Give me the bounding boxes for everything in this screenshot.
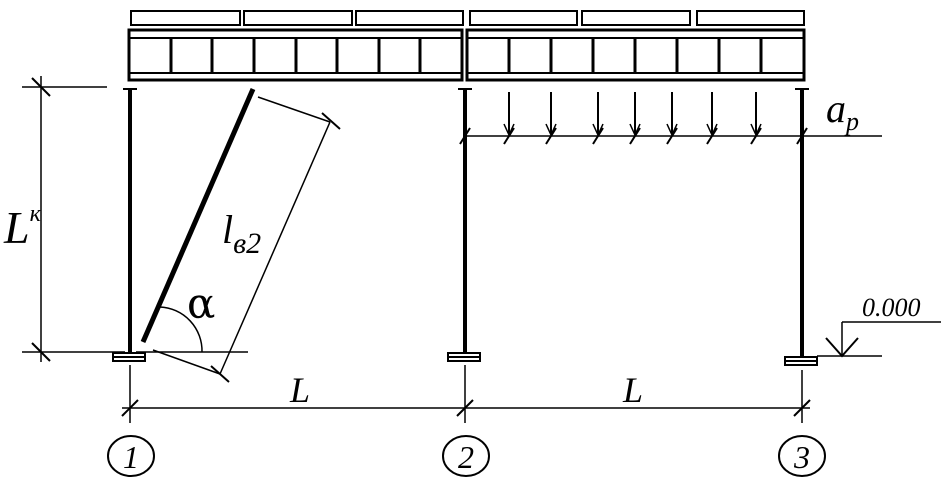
roof-panel: [581, 10, 691, 26]
height-dimension: [22, 76, 125, 362]
distributed-load: [459, 92, 882, 145]
axis-bubble-1: [107, 435, 155, 477]
axis-label-3: 3: [793, 439, 810, 475]
load-level-label: ap: [826, 86, 859, 136]
truss-right: [465, 28, 806, 82]
column-2: [447, 88, 481, 362]
roof-panel: [130, 10, 241, 26]
brace-line: [140, 88, 256, 343]
axis-bubble-2: [442, 435, 490, 477]
span-dimension: [121, 365, 811, 423]
angle-marker: [136, 306, 248, 353]
angle-label: α: [187, 279, 215, 328]
roof-panel: [696, 10, 805, 26]
elevation-label: 0.000: [862, 293, 921, 322]
span-left-label: L: [289, 370, 310, 410]
column-height-label: Lк: [3, 201, 42, 253]
roof-panels: [130, 10, 805, 26]
axis-bubble-3: [778, 435, 826, 477]
truss-left: [127, 28, 464, 82]
axis-bubbles: [107, 435, 826, 477]
span-right-label: L: [622, 370, 643, 410]
column-1: [112, 88, 146, 362]
columns: [112, 88, 818, 366]
brace: [140, 88, 341, 383]
axis-label-1: 1: [123, 439, 139, 475]
column-3: [784, 88, 818, 366]
brace-length-dimension: [219, 121, 331, 375]
elevation-marker: [817, 321, 941, 358]
axis-label-2: 2: [458, 439, 474, 475]
angle-arc: [159, 306, 203, 353]
roof-panel: [355, 10, 464, 26]
roof-panel: [243, 10, 353, 26]
roof-panel: [469, 10, 578, 26]
brace-length-label: lв2: [222, 207, 261, 260]
